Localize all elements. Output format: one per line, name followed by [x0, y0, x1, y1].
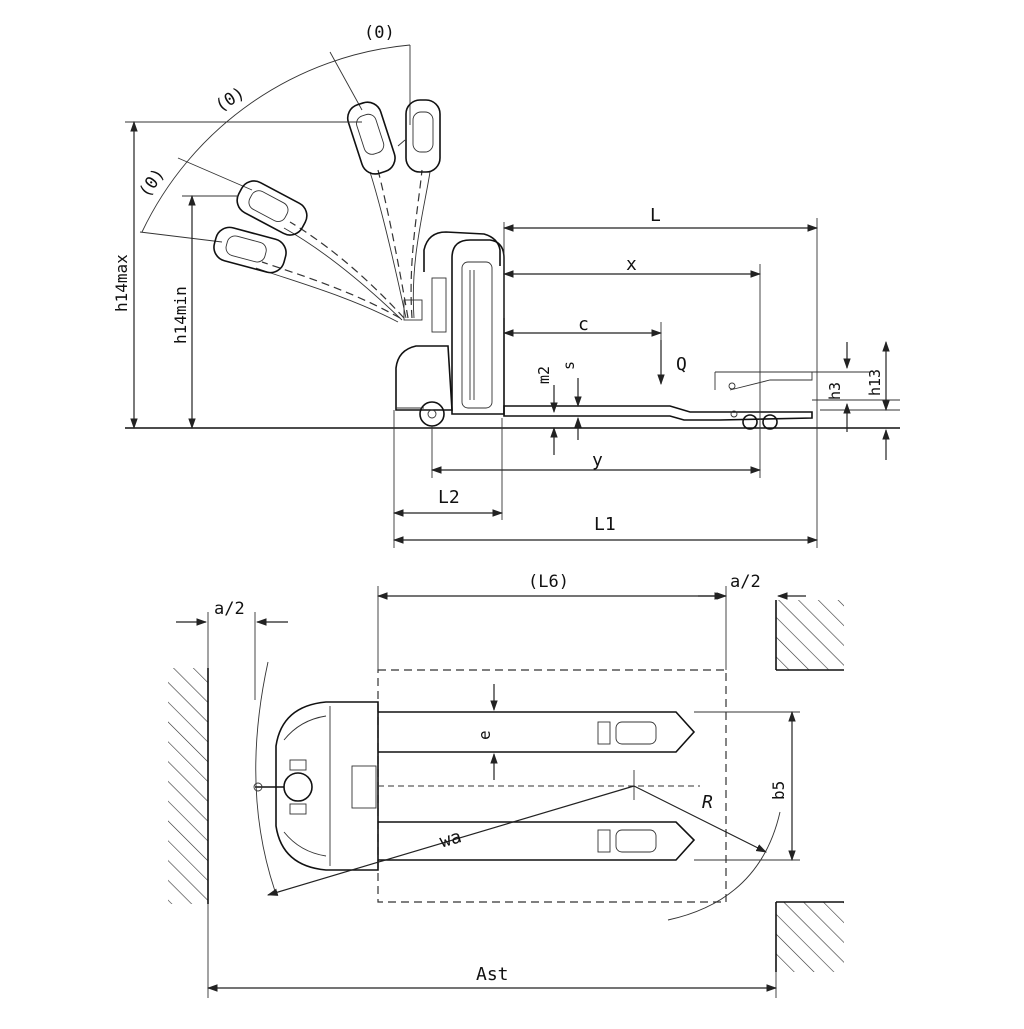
dim-label-L: L	[650, 205, 661, 226]
angle-label-top: (0)	[364, 23, 395, 43]
dim-label-x: x	[626, 254, 637, 275]
dim-label-m2: m2	[535, 366, 553, 384]
dim-label-s: s	[560, 361, 578, 370]
tiller-swing-arc	[141, 44, 411, 233]
dim-label-Q: Q	[676, 354, 687, 375]
dim-label-b5: b5	[769, 781, 788, 800]
turning-arc-left	[255, 661, 277, 895]
angle-label-mid: (0)	[212, 83, 249, 116]
truck-body-top	[253, 701, 379, 871]
tiller-head-tilt-3	[213, 226, 287, 274]
dim-label-L2: L2	[438, 487, 460, 508]
dim-label-h13: h13	[866, 369, 884, 396]
dim-label-e: e	[475, 730, 494, 740]
fork-side	[503, 371, 813, 430]
tiller-head-tilt-1	[346, 101, 396, 175]
turning-arc-right	[667, 811, 781, 921]
dim-line-wa	[266, 785, 635, 896]
angle-label-low: (0)	[135, 165, 169, 202]
wall-left	[168, 668, 208, 904]
fork-top-upper	[378, 711, 696, 753]
dim-label-y: y	[592, 450, 603, 471]
dim-label-a2-right: a/2	[730, 572, 761, 592]
dim-label-R: R	[702, 792, 713, 813]
top-view: wa R e b5 (L6) a/2 a/2 Ast	[168, 572, 844, 998]
dim-label-Ast: Ast	[476, 964, 509, 985]
dim-label-h14max: h14max	[112, 254, 131, 312]
dim-label-c: c	[578, 314, 589, 335]
dim-label-h14min: h14min	[171, 286, 190, 344]
dim-label-h3: h3	[826, 382, 844, 400]
wall-right-top	[776, 600, 844, 670]
tiller-head-tilt-2	[236, 180, 308, 236]
side-view: (0) (0) (0)	[112, 23, 900, 548]
tiller-arms	[255, 169, 431, 323]
dim-label-L6: (L6)	[528, 572, 569, 592]
dim-label-a2-left: a/2	[214, 599, 245, 619]
tiller-head-vertical	[397, 99, 441, 173]
wall-right-bottom	[776, 902, 844, 972]
dim-label-wa: wa	[437, 826, 464, 852]
dim-line-R	[633, 785, 767, 853]
fork-top-lower	[378, 821, 696, 861]
dim-label-L1: L1	[594, 514, 616, 535]
